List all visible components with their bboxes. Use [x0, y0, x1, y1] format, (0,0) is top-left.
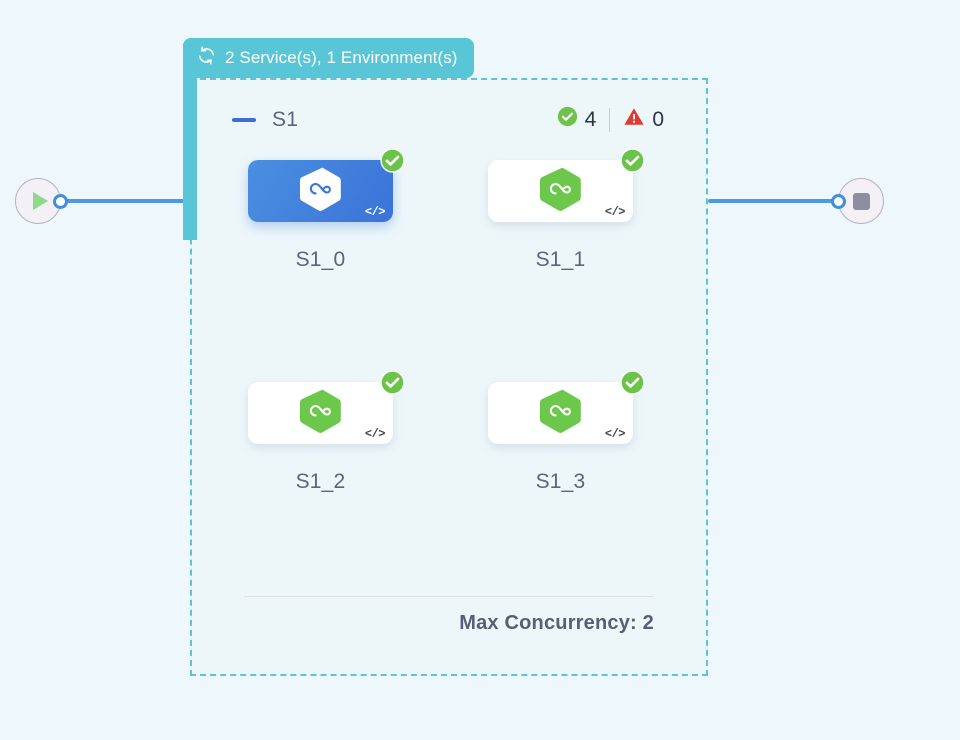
code-glyph: </>: [364, 205, 386, 219]
refresh-loop-icon: [197, 46, 216, 70]
service-card[interactable]: </>: [488, 370, 645, 444]
max-concurrency-label: Max Concurrency: 2: [459, 612, 654, 634]
status-divider: [609, 107, 611, 132]
group-toolbar-left: S1: [232, 108, 298, 132]
warning-triangle-icon: [623, 106, 645, 133]
service-node-s1-2[interactable]: </> S1_2: [248, 370, 448, 494]
edge-group-to-stop[interactable]: [708, 199, 838, 203]
hexagon-infinity-icon: [299, 166, 342, 217]
service-card[interactable]: </>: [488, 148, 645, 222]
success-count: 4: [584, 107, 597, 131]
group-header-label: 2 Service(s), 1 Environment(s): [225, 48, 458, 67]
error-status: 0: [623, 106, 664, 133]
group-footer-divider: [244, 596, 654, 597]
check-circle-icon: [620, 148, 645, 178]
code-glyph: </>: [364, 427, 386, 441]
service-node-s1-3[interactable]: </> S1_3: [488, 370, 688, 494]
success-status: 4: [557, 106, 597, 133]
service-node-label: S1_2: [295, 470, 346, 493]
error-count: 0: [652, 107, 664, 131]
code-glyph: </>: [604, 205, 626, 219]
stop-node-input-handle[interactable]: [831, 194, 846, 209]
group-title: S1: [272, 107, 299, 131]
group-header[interactable]: 2 Service(s), 1 Environment(s): [183, 38, 474, 78]
service-node-label: S1_1: [535, 248, 586, 271]
stop-square-icon: [852, 192, 870, 210]
service-node-label: S1_3: [535, 470, 586, 493]
group-status-summary: 4 0: [557, 106, 664, 133]
minus-icon[interactable]: [232, 117, 256, 122]
hexagon-infinity-icon: [539, 388, 582, 439]
play-icon: [33, 192, 48, 210]
check-circle-icon: [620, 370, 645, 400]
service-card[interactable]: </>: [248, 370, 405, 444]
check-circle-icon: [380, 370, 405, 400]
hexagon-infinity-icon: [539, 166, 582, 217]
service-node-s1-1[interactable]: </> S1_1: [488, 148, 688, 272]
group-toolbar: S1 4: [232, 106, 664, 133]
check-circle-icon: [380, 148, 405, 178]
service-card[interactable]: </>: [248, 148, 405, 222]
hexagon-infinity-icon: [299, 388, 342, 439]
code-glyph: </>: [604, 427, 626, 441]
start-node-output-handle[interactable]: [53, 194, 68, 209]
group-accent-rail: [183, 38, 197, 240]
check-circle-icon: [557, 106, 578, 133]
service-node-s1-0[interactable]: </> S1_0: [248, 148, 448, 272]
edge-start-to-group[interactable]: [62, 199, 190, 203]
service-node-label: S1_0: [295, 248, 346, 271]
